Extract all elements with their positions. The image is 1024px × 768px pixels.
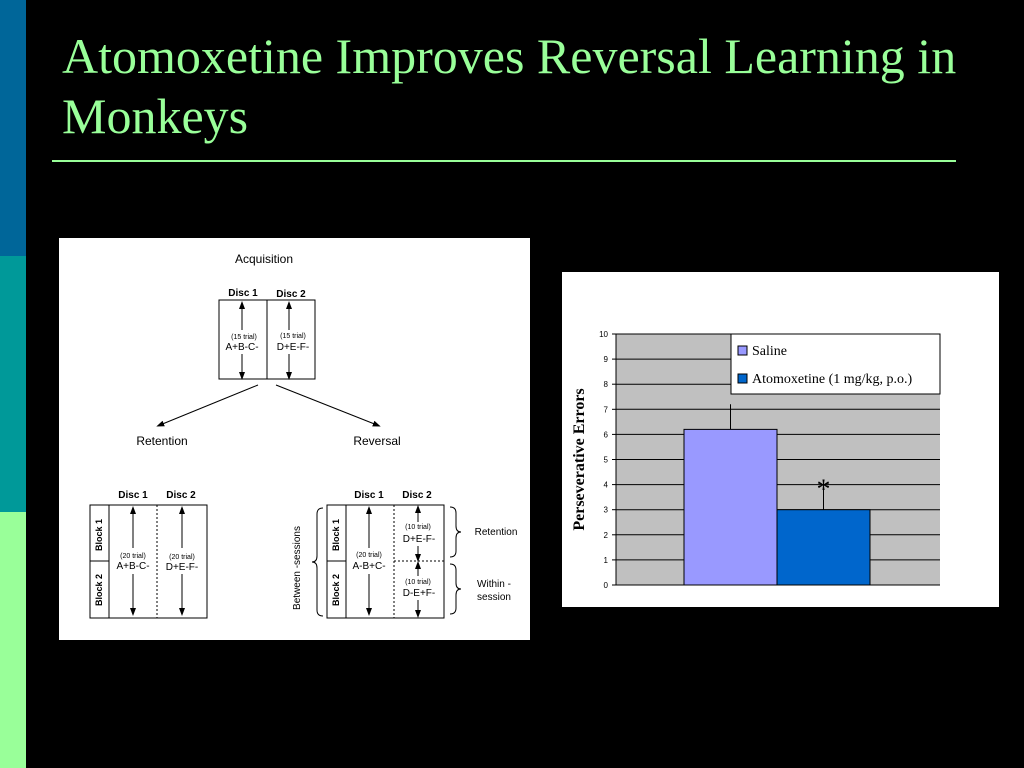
ret-disc2-code: D+E-F- <box>166 562 199 573</box>
ret-disc1-trials: (20 trial) <box>120 553 146 560</box>
rev-block1-disc2-trials: (10 trial) <box>405 524 431 531</box>
acq-disc1-code: A+B-C- <box>225 342 258 353</box>
y-tick-label: 0 <box>604 581 609 590</box>
y-tick-label: 3 <box>604 506 609 515</box>
rev-disc1-header: Disc 1 <box>354 490 384 501</box>
y-tick-label: 7 <box>604 405 609 414</box>
sidebar-band-top <box>0 0 26 256</box>
ret-disc1-code: A+B-C- <box>116 561 149 572</box>
task-diagram: Acquisition Disc 1 Disc 2 (15 trial) A+B… <box>89 252 518 619</box>
y-axis-label: Perseverative Errors <box>571 388 588 530</box>
rev-block2-disc2-trials: (10 trial) <box>405 579 431 586</box>
retention-brace-label: Retention <box>475 527 518 538</box>
task-diagram-panel: Acquisition Disc 1 Disc 2 (15 trial) A+B… <box>59 238 530 640</box>
legend-box <box>730 333 941 395</box>
acq-disc2-trials: (15 trial) <box>280 333 306 340</box>
within-session-brace <box>449 563 462 615</box>
legend-swatch <box>737 373 748 384</box>
bar-saline <box>683 428 778 586</box>
chart-panel: 0 1 2 3 4 5 6 7 8 9 10 Perseverative Errors * Sali… <box>562 272 999 607</box>
y-tick-label: 8 <box>604 380 609 389</box>
rev-disc1-code: A-B+C- <box>352 561 385 572</box>
ret-disc2-trials: (20 trial) <box>169 554 195 561</box>
y-tick-label: 9 <box>604 355 609 364</box>
ret-disc1-header: Disc 1 <box>118 490 148 501</box>
ret-block1-label: Block 1 <box>94 519 104 551</box>
branch-arrow-reversal <box>275 384 381 427</box>
acquisition-label: Acquisition <box>235 252 293 266</box>
reversal-label: Reversal <box>353 434 400 448</box>
rev-disc1-trials: (20 trial) <box>356 552 382 559</box>
bar-chart: 0 1 2 3 4 5 6 7 8 9 10 Perseverative Errors * Sali… <box>571 330 941 590</box>
within-session-label-line2: session <box>477 592 511 603</box>
retention-label: Retention <box>136 434 187 448</box>
between-sessions-label: Between -sessions <box>292 526 303 610</box>
sidebar-band-bottom <box>0 512 26 768</box>
y-tick-label: 10 <box>599 330 608 339</box>
ret-disc2-header: Disc 2 <box>166 490 196 501</box>
rev-block1-disc2-code: D+E-F- <box>403 534 436 545</box>
y-tick-label: 6 <box>604 430 609 439</box>
retention-brace <box>449 506 462 558</box>
branch-arrow-retention <box>156 384 259 427</box>
sidebar-band-middle <box>0 256 26 512</box>
y-tick-label: 2 <box>604 531 609 540</box>
acq-disc2-code: D+E-F- <box>277 342 310 353</box>
rev-disc2-header: Disc 2 <box>402 490 432 501</box>
acq-disc2-header: Disc 2 <box>276 289 306 300</box>
y-tick-label: 1 <box>604 556 609 565</box>
rev-block1-label: Block 1 <box>331 519 341 551</box>
rev-block2-disc2-code: D-E+F- <box>403 588 436 599</box>
bar-atomoxetine <box>776 509 871 586</box>
within-session-label-line1: Within - <box>477 579 511 590</box>
legend-label: Atomoxetine (1 mg/kg, p.o.) <box>752 372 913 387</box>
rev-block2-label: Block 2 <box>331 574 341 606</box>
slide-title: Atomoxetine Improves Reversal Learning i… <box>62 28 957 144</box>
significance-asterisk: * <box>817 474 831 505</box>
legend-label: Saline <box>752 344 787 359</box>
y-tick-label: 5 <box>604 456 609 465</box>
acq-disc1-trials: (15 trial) <box>231 334 257 341</box>
y-tick-label: 4 <box>604 481 609 490</box>
acq-disc1-header: Disc 1 <box>228 288 258 299</box>
between-sessions-brace <box>311 507 324 617</box>
legend-swatch <box>737 345 748 356</box>
ret-block2-label: Block 2 <box>94 574 104 606</box>
title-underline <box>52 160 956 162</box>
